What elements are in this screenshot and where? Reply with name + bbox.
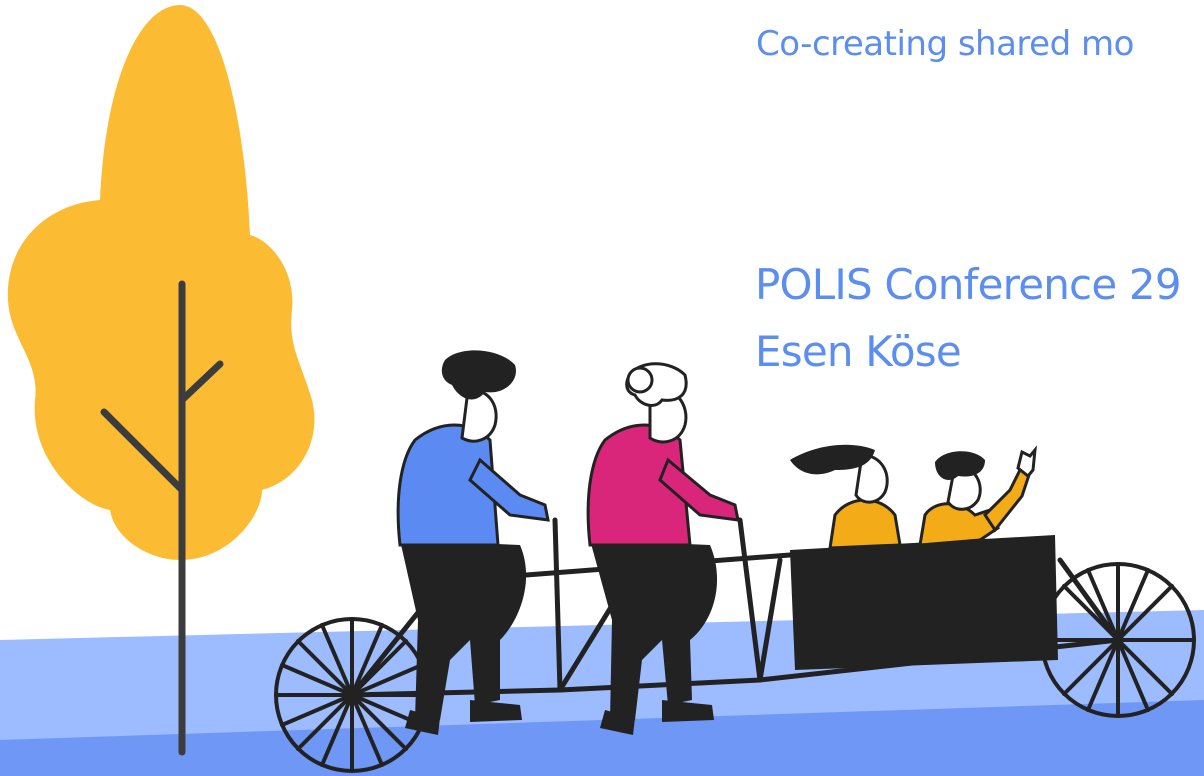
cargo-bike <box>274 517 1196 773</box>
child-boy-waving <box>918 445 1037 547</box>
presentation-tagline: Co-creating shared mo <box>756 24 1134 64</box>
tree <box>7 5 315 756</box>
rider-grandma-pink-shirt <box>586 362 740 735</box>
tree-crown <box>7 5 315 560</box>
author-name: Esen Köse <box>755 327 962 376</box>
child-girl <box>790 444 902 550</box>
conference-title: POLIS Conference 29 <box>755 260 1182 309</box>
rider-man-blue-shirt <box>396 350 550 735</box>
cargo-box <box>790 535 1058 670</box>
tree-trunk <box>100 280 224 756</box>
